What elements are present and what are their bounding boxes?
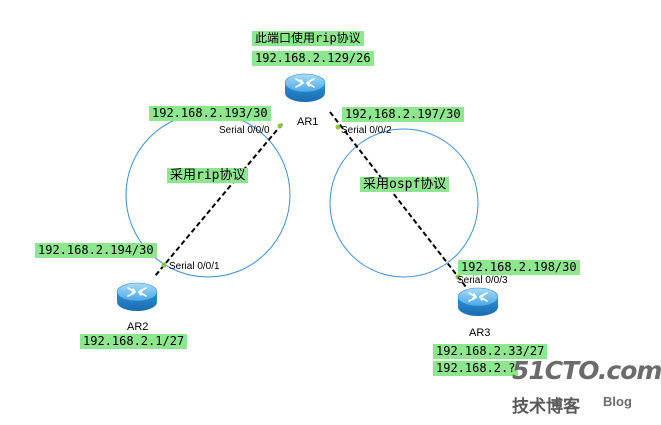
ar2-s001-port: Serial 0/0/1 (169, 261, 220, 272)
ospf-protocol-label: 采用ospf协议 (360, 177, 450, 192)
port-dot-ar1-s000 (277, 123, 283, 129)
watermark-slogan: 技术博客 (512, 397, 580, 417)
ar1-s002-port: Serial 0/0/2 (341, 125, 392, 136)
ar1-s002-ip: 192,168.2.197/30 (342, 107, 464, 122)
ar1-port-note: 此端口使用rip协议 (252, 31, 364, 46)
ar2-name: AR2 (127, 321, 149, 333)
router-icon[interactable] (284, 73, 326, 103)
router-icon[interactable] (457, 287, 499, 317)
ar1-s000-ip: 192.168.2.193/30 (149, 106, 271, 121)
router-icon[interactable] (116, 282, 158, 312)
ar3-lan-ip-2: 192.168.2.? (433, 361, 519, 376)
ar2-s001-ip: 192.168.2.194/30 (35, 243, 157, 258)
ospf-area-circle (329, 128, 479, 278)
ar3-name: AR3 (469, 327, 491, 339)
watermark-site: 51CTO.com (512, 356, 661, 385)
ar3-s003-ip: 192.168.2.198/30 (458, 260, 580, 275)
ar3-lan-ip-1: 192.168.2.33/27 (433, 344, 548, 359)
ar3-s003-port: Serial 0/0/3 (457, 275, 508, 286)
ar1-s000-port: Serial 0/0/0 (219, 125, 270, 136)
port-dot-ar2-s001 (161, 262, 167, 268)
rip-protocol-label: 采用rip协议 (167, 168, 249, 183)
link-ar1-ar2[interactable] (154, 123, 283, 277)
port-dot-ar3-s003 (455, 274, 461, 280)
ar1-lan-ip: 192.168.2.129/26 (252, 51, 374, 66)
watermark-blog: Blog (603, 394, 632, 409)
link-ar1-ar3[interactable] (329, 111, 467, 288)
port-dot-ar1-s002 (335, 124, 341, 130)
ar2-lan-ip: 192.168.2.1/27 (80, 334, 188, 349)
ar1-name: AR1 (297, 116, 319, 128)
